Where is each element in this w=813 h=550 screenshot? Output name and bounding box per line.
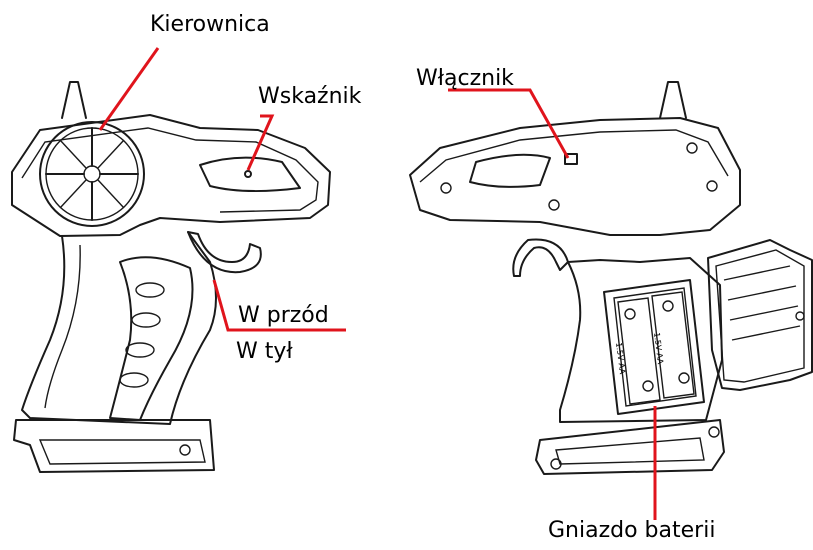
indicator-label: Wskaźnik — [258, 86, 361, 108]
indicator-callout — [248, 116, 272, 170]
battery-slot-label: Gniazdo baterii — [548, 520, 715, 542]
right-antenna — [660, 82, 686, 118]
right-base — [536, 420, 724, 474]
forward-label: W przód — [238, 305, 329, 327]
left-trigger — [188, 232, 261, 272]
right-trigger — [513, 239, 568, 276]
indicator-led — [245, 171, 251, 177]
steering-wheel — [40, 122, 144, 226]
steering-label: Kierownica — [150, 14, 270, 36]
left-base — [14, 420, 214, 472]
left-antenna — [62, 82, 86, 118]
right-indicator-window — [470, 155, 550, 187]
backward-label: W tył — [236, 341, 293, 363]
right-transmitter — [410, 82, 740, 474]
power-switch-label: Włącznik — [416, 68, 514, 90]
battery-cover — [708, 240, 812, 390]
power-switch-callout — [448, 90, 568, 158]
left-grip — [22, 232, 216, 424]
left-transmitter — [12, 82, 330, 472]
